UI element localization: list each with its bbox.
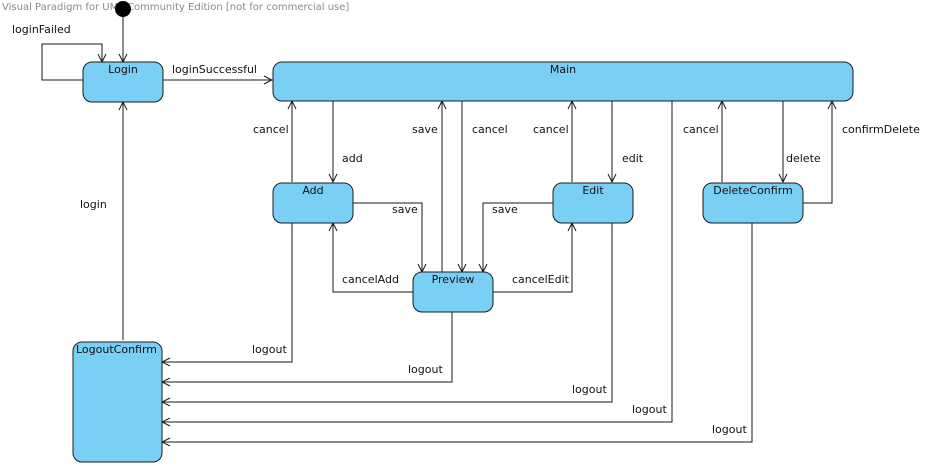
edge-preview-logout [162, 312, 453, 382]
label-preview-logout: logout [408, 363, 443, 376]
state-login-label: Login [108, 63, 138, 76]
edge-main-logout [162, 101, 673, 422]
label-edit-save: save [492, 203, 518, 216]
label-login-failed: loginFailed [12, 23, 71, 36]
label-confirm-delete: confirmDelete [842, 123, 920, 136]
edge-edit-logout [162, 223, 613, 402]
watermark-text: Visual Paradigm for UML Community Editio… [2, 2, 349, 13]
state-preview: Preview [412, 271, 494, 313]
label-login: login [80, 198, 107, 211]
state-main: Main [272, 61, 854, 102]
state-delete-confirm: DeleteConfirm [702, 182, 804, 224]
label-add-logout: logout [252, 343, 287, 356]
edge-login-failed [41, 43, 102, 81]
label-preview-cancel-edit: cancelEdit [512, 273, 570, 286]
initial-node [115, 1, 131, 17]
state-edit-label: Edit [582, 184, 604, 197]
state-edit: Edit [552, 182, 634, 224]
state-login: Login [82, 61, 164, 103]
label-preview-save: save [412, 123, 438, 136]
label-add: add [342, 152, 363, 165]
label-main-logout: logout [632, 403, 667, 416]
edge-confirm-delete [803, 101, 832, 204]
state-delete-confirm-label: DeleteConfirm [713, 184, 793, 197]
label-preview-cancel: cancel [472, 123, 508, 136]
state-add: Add [272, 182, 354, 224]
edge-edit-save [483, 202, 553, 272]
label-add-save: save [392, 203, 418, 216]
state-preview-label: Preview [432, 273, 475, 286]
edge-delete-logout [162, 223, 753, 442]
label-delete-cancel: cancel [683, 123, 719, 136]
label-edit: edit [622, 152, 644, 165]
state-add-label: Add [302, 184, 323, 197]
state-logout-confirm: LogoutConfirm [72, 341, 163, 463]
label-add-cancel: cancel [253, 123, 289, 136]
label-preview-cancel-add: cancelAdd [342, 273, 399, 286]
edge-add-save [353, 202, 422, 272]
label-delete-logout: logout [712, 423, 747, 436]
label-edit-logout: logout [572, 383, 607, 396]
label-edit-cancel: cancel [533, 123, 569, 136]
state-logout-confirm-label: LogoutConfirm [76, 343, 157, 356]
edge-add-logout [162, 223, 293, 362]
label-delete: delete [786, 152, 821, 165]
edge-preview-cancel-edit [493, 223, 572, 293]
edge-preview-cancel-add [333, 223, 413, 293]
label-login-successful: loginSuccessful [172, 63, 257, 76]
state-main-label: Main [550, 63, 576, 76]
